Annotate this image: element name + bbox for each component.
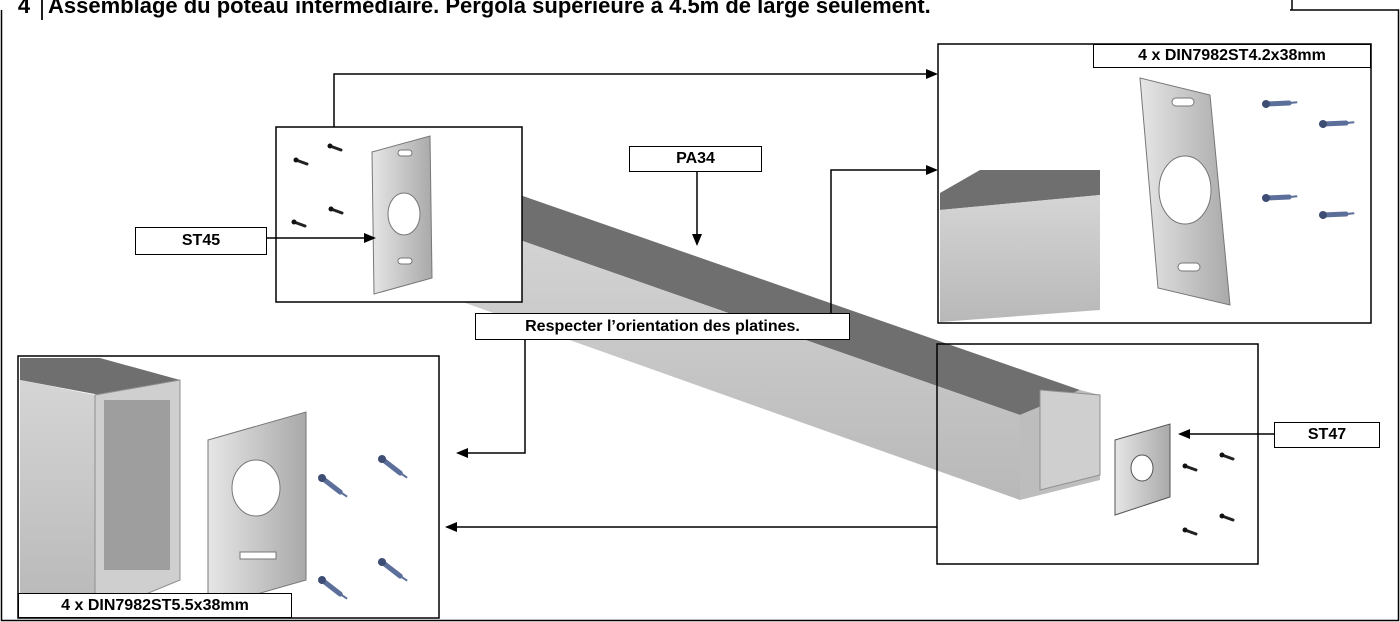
plate-st45 bbox=[371, 135, 433, 295]
label-pa34: PA34 bbox=[629, 146, 762, 172]
page-title: Assemblage du poteau intermédiaire. Perg… bbox=[48, 0, 931, 18]
plate-top-right bbox=[1139, 77, 1231, 306]
label-screws-bottom: 4 x DIN7982ST5.5x38mm bbox=[18, 593, 292, 618]
screw-icon bbox=[1181, 462, 1198, 472]
label-screws-top: 4 x DIN7982ST4.2x38mm bbox=[1093, 44, 1371, 68]
plate-bottom-left bbox=[207, 411, 307, 609]
leader-arrows bbox=[266, 69, 1276, 532]
plate-st47 bbox=[1114, 423, 1171, 516]
top-right-detail-box bbox=[937, 43, 1372, 324]
screw-icon bbox=[1218, 451, 1235, 461]
step-number: 4 bbox=[17, 0, 31, 18]
label-st47: ST47 bbox=[1274, 422, 1380, 448]
label-st45: ST45 bbox=[135, 227, 267, 255]
screw-icon bbox=[1181, 526, 1198, 536]
bottom-left-detail-box bbox=[17, 355, 440, 619]
label-orientation-note: Respecter l’orientation des platines. bbox=[475, 313, 850, 340]
st45-detail-box bbox=[275, 126, 523, 303]
bottom-right-detail-box bbox=[936, 343, 1259, 565]
screw-icon bbox=[1218, 512, 1235, 522]
